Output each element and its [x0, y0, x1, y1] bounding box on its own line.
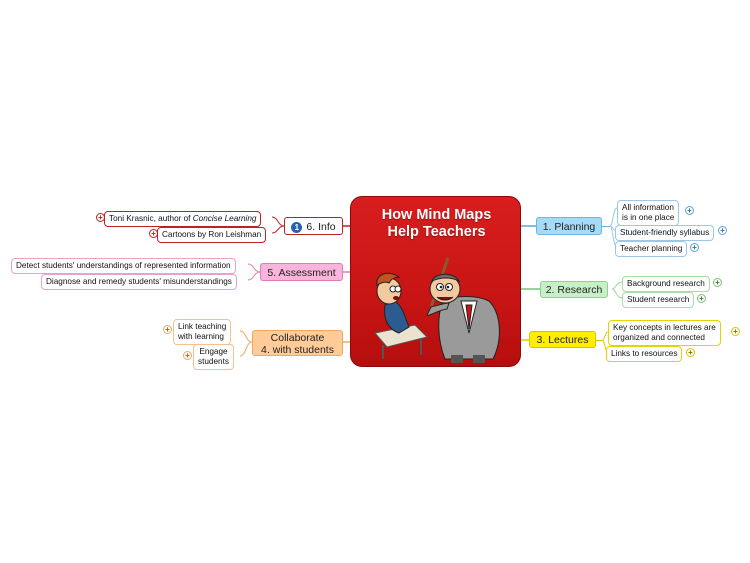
expand-links-to-resources-icon[interactable]: + [686, 348, 695, 357]
subtopic-all-information-line2: is in one place [622, 213, 675, 222]
expand-syllabus-icon[interactable]: + [718, 226, 727, 235]
subtopic-background-research[interactable]: Background research [622, 276, 710, 292]
branch-collaborate-label-line1: Collaborate [270, 332, 325, 344]
subtopic-background-research-label: Background research [627, 279, 705, 288]
subtopic-engage-students[interactable]: Engage students [193, 344, 234, 370]
expand-teacher-planning-icon[interactable]: + [690, 243, 699, 252]
subtopic-link-teaching[interactable]: Link teaching with learning [173, 319, 232, 345]
subtopic-student-research-label: Student research [627, 295, 690, 304]
subtopic-book-title: Concise Learning [192, 214, 257, 223]
subtopic-author-label: Toni Krasnic, author of [109, 214, 193, 223]
branch-lectures-label: 3. Lectures [536, 334, 589, 346]
expand-key-concepts-icon[interactable]: + [731, 327, 740, 336]
branch-lectures[interactable]: 3. Lectures [529, 331, 596, 348]
subtopic-diagnose-misunderstandings[interactable]: Diagnose and remedy students' misunderst… [41, 274, 237, 290]
subtopic-cartoons-credit[interactable]: Cartoons by Ron Leishman [157, 227, 267, 243]
subtopic-detect-understandings[interactable]: Detect students' understandings of repre… [11, 258, 236, 274]
subtopic-cartoons-label: Cartoons by Ron Leishman [162, 230, 262, 239]
expand-all-information-icon[interactable]: + [685, 206, 694, 215]
subtopic-detect-label: Detect students' understandings of repre… [16, 261, 231, 270]
subtopic-all-information[interactable]: All information is in one place [617, 200, 680, 226]
branch-planning[interactable]: 1. Planning [536, 217, 602, 235]
subtopic-engage-line1: Engage [199, 347, 228, 356]
branch-research[interactable]: 2. Research [540, 281, 608, 298]
branch-assessment[interactable]: 5. Assessment [260, 263, 343, 281]
branch-planning-label: 1. Planning [542, 221, 596, 233]
branch-info-label: 6. Info [306, 221, 336, 233]
branch-research-label: 2. Research [545, 284, 603, 296]
subtopic-link-teaching-line1: Link teaching [178, 322, 227, 331]
central-title-line1: How Mind Maps [381, 207, 492, 223]
subtopic-student-friendly-syllabus[interactable]: Student-friendly syllabus [615, 225, 715, 241]
central-topic[interactable]: How Mind Maps Help Teachers [350, 196, 521, 367]
subtopic-key-concepts-line2: organized and connected [613, 333, 705, 342]
subtopic-key-concepts[interactable]: Key concepts in lectures are organized a… [608, 320, 721, 346]
expand-student-research-icon[interactable]: + [697, 294, 706, 303]
subtopic-diagnose-label: Diagnose and remedy students' misunderst… [46, 277, 232, 286]
subtopic-engage-line2: students [198, 357, 229, 366]
expand-engage-students-icon[interactable]: + [183, 351, 192, 360]
branch-assessment-label: 5. Assessment [267, 267, 336, 279]
expand-background-research-icon[interactable]: + [713, 278, 722, 287]
subtopic-teacher-planning-label: Teacher planning [620, 244, 683, 253]
central-title-line2: Help Teachers [387, 224, 486, 240]
subtopic-teacher-planning[interactable]: Teacher planning [615, 241, 688, 257]
subtopic-links-to-resources[interactable]: Links to resources [606, 346, 683, 362]
info-number-icon: 1 [291, 221, 303, 233]
subtopic-all-information-line1: All information [622, 203, 674, 212]
expand-link-teaching-icon[interactable]: + [163, 325, 172, 334]
cartoon-teacher-student-illustration [374, 257, 500, 363]
subtopic-syllabus-label: Student-friendly syllabus [620, 228, 710, 237]
branch-collaborate[interactable]: Collaborate 4. with students [252, 330, 343, 356]
expand-cartoons-icon[interactable]: + [149, 229, 158, 238]
subtopic-student-research[interactable]: Student research [622, 292, 695, 308]
subtopic-key-concepts-line1: Key concepts in lectures are [613, 323, 716, 332]
subtopic-link-teaching-line2: with learning [178, 332, 224, 341]
branch-collaborate-label-line2: 4. with students [261, 344, 334, 356]
central-topic-title: How Mind Maps Help Teachers [351, 207, 522, 241]
subtopic-links-to-resources-label: Links to resources [611, 349, 678, 358]
expand-toni-krasnic-icon[interactable]: + [96, 213, 105, 222]
subtopic-toni-krasnic[interactable]: Toni Krasnic, author of Concise Learning [104, 211, 262, 227]
